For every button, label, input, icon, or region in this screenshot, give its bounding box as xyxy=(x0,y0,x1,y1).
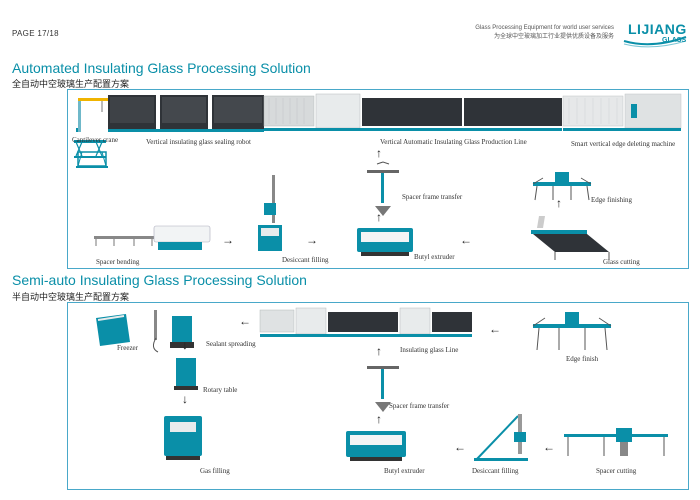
caption-sealing-robot: Vertical insulating glass sealing robot xyxy=(146,138,251,146)
caption-glass-cutting: Glass cutting xyxy=(603,258,640,266)
arrow-right-icon: → xyxy=(222,233,234,247)
section1-subtitle: 全自动中空玻璃生产配置方案 xyxy=(12,79,130,89)
cantilever-crane-image xyxy=(74,98,108,158)
edge-finish-image xyxy=(532,312,612,351)
arrow-up-icon: ↑ xyxy=(556,196,562,210)
glass-rack-image xyxy=(76,151,108,168)
spacer-cutting-image xyxy=(564,428,668,456)
arrow-up-icon: ↑ xyxy=(376,344,382,358)
glass-cutting-image xyxy=(531,216,610,260)
spacer-bending-image xyxy=(94,225,211,250)
production-line-image xyxy=(263,93,562,131)
caption-freezer: Freezer xyxy=(117,344,138,352)
caption-spacer-bending: Spacer bending xyxy=(96,258,140,266)
caption-spacer-cutting: Spacer cutting xyxy=(596,467,637,475)
tagline-english: Glass Processing Equipment for world use… xyxy=(475,25,614,31)
arrow-down-icon: ↓ xyxy=(182,392,188,406)
arrow-right-icon: → xyxy=(306,233,318,247)
caption-spacer-frame-transfer-2: Spacer frame transfer xyxy=(389,402,450,410)
edge-finishing-image xyxy=(532,172,592,201)
desiccant-filling-image xyxy=(258,175,282,251)
desiccant-filling-2-image xyxy=(474,414,528,461)
caption-desiccant-filling-2: Desiccant filling xyxy=(472,467,519,475)
arrow-left-icon: ← xyxy=(489,322,501,336)
section1-title: Automated Insulating Glass Processing So… xyxy=(12,60,311,76)
caption-rotary-table: Rotary table xyxy=(203,386,238,394)
logo-subtext: GLASS xyxy=(662,37,687,44)
edge-deleting-image xyxy=(562,93,682,131)
caption-spacer-frame-transfer: Spacer frame transfer xyxy=(402,193,463,201)
caption-edge-finish: Edge finish xyxy=(566,355,599,363)
arrow-up-icon: ↑ xyxy=(376,412,382,426)
caption-insulating-glass-line: Insulating glass Line xyxy=(400,346,459,354)
arrow-down-icon: ↓ xyxy=(182,338,188,352)
arrow-left-icon: ← xyxy=(543,440,555,454)
gas-filling-image xyxy=(164,416,202,460)
insulating-glass-line-image xyxy=(259,307,472,337)
caption-cantilever-crane: Cantilever crane xyxy=(72,136,119,144)
sealing-robot-image xyxy=(108,95,264,132)
arrow-left-icon: ← xyxy=(454,440,466,454)
caption-edge-finishing: Edge finishing xyxy=(591,196,633,204)
butyl-extruder-2-image xyxy=(346,431,406,461)
caption-sealant-spreading: Sealant spreading xyxy=(206,340,256,348)
company-logo: LIJIANG GLASS xyxy=(622,19,688,48)
tagline-chinese: 为全球中空玻璃加工行业提供优质设备及服务 xyxy=(493,34,614,40)
arrow-up-icon: ↑ xyxy=(376,210,382,224)
caption-gas-filling: Gas filling xyxy=(200,467,230,475)
tagline: Glass Processing Equipment for world use… xyxy=(475,24,614,42)
sealant-spreading-image xyxy=(152,310,194,353)
section2-title: Semi-auto Insulating Glass Processing So… xyxy=(12,272,307,288)
freezer-image xyxy=(96,314,130,346)
caption-production-line: Vertical Automatic Insulating Glass Prod… xyxy=(380,138,527,146)
logo-wordmark: LIJIANG xyxy=(628,21,687,37)
caption-butyl-extruder: Butyl extruder xyxy=(414,253,455,261)
caption-edge-deleting: Smart vertical edge deleting machine xyxy=(571,140,676,148)
section2-subtitle: 半自动中空玻璃生产配置方案 xyxy=(12,292,130,302)
logo-swoosh-icon xyxy=(623,36,687,48)
caption-desiccant-filling: Desiccant filling xyxy=(282,256,329,264)
spacer-frame-transfer-2-image xyxy=(367,366,399,412)
arrow-left-icon: ← xyxy=(239,314,251,328)
butyl-extruder-image xyxy=(357,228,413,256)
arrow-up-icon: ↑ xyxy=(376,146,382,160)
arrow-left-icon: ← xyxy=(460,233,472,247)
caption-butyl-extruder-2: Butyl extruder xyxy=(384,467,425,475)
rotary-table-image xyxy=(174,358,198,390)
spacer-frame-transfer-image xyxy=(367,161,399,216)
page-number: PAGE 17/18 xyxy=(12,29,59,38)
